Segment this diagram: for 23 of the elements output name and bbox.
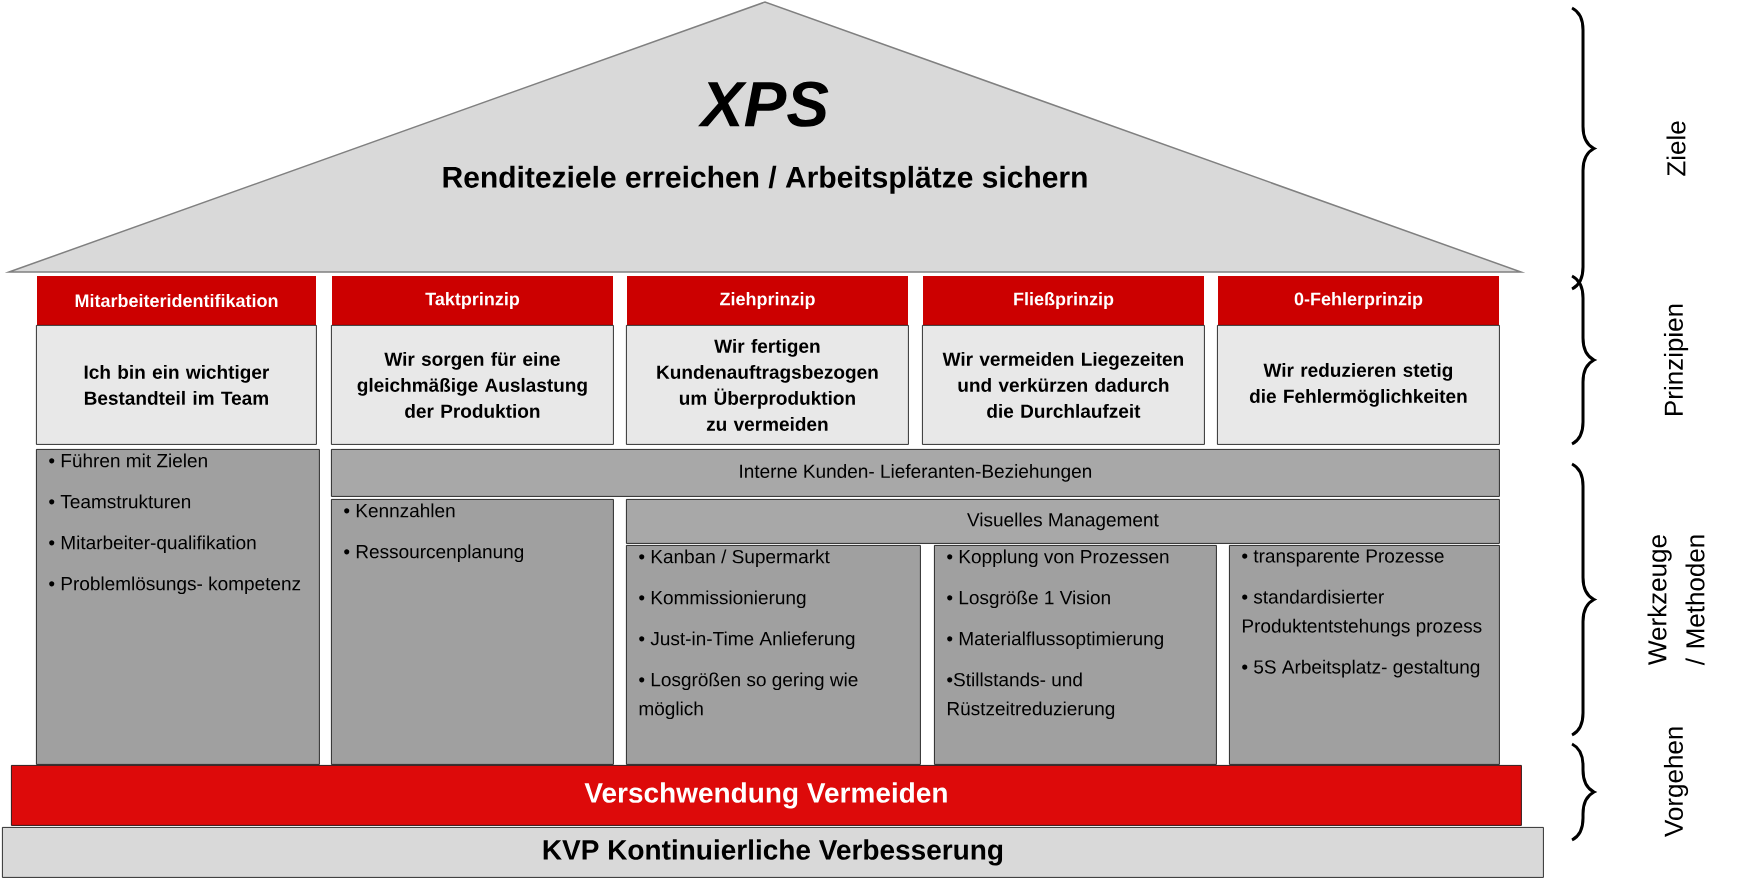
node-label: Ziehprinzip (720, 292, 815, 309)
side-label: Werkzeuge / Methoden (1647, 535, 1705, 666)
side-label: Prinzipien (1663, 304, 1689, 415)
principle-column: Mitarbeiteridentifikation Ich bin ein wichtiger Bestandteil im Team (36, 275, 317, 445)
tool-box: • Führen mit Zielen • Teamstrukturen • Mitarbeiter-qualifikation • Problemlösungs- kompetenz (36, 449, 320, 765)
node-label: Taktprinzip (425, 292, 520, 309)
node-label: Fließprinzip (1014, 292, 1114, 309)
tool-box: • transparente Prozesse • standardisierter Produktentstehungs prozess • 5S Arbeitsplatz- gestaltung (1229, 545, 1500, 765)
node-label: 0-Fehlerprinzip (1294, 292, 1423, 309)
banner-box: Interne Kunden- Lieferanten-Beziehungen (331, 449, 1500, 497)
tool-box: • Kopplung von Prozessen • Losgröße 1 Vision • Materialflussoptimierung •Stillstands- und Rüstzeitreduzierung (934, 545, 1217, 765)
principle-column: Ziehprinzip Wir fertigen Kundenauftragsbezogen um Überproduktion zu vermeiden (626, 275, 909, 445)
base-band: KVP Kontinuierliche Verbesserung (2, 827, 1544, 878)
banner-box: Visuelles Management (626, 499, 1500, 544)
principle-column: Taktprinzip Wir sorgen für eine gleichmäßige Auslastung der Produktion (331, 275, 614, 445)
principle-column: Fließprinzip Wir vermeiden Liegezeiten und verkürzen dadurch die Durchlaufzeit (922, 275, 1205, 445)
side-label: Ziele (1666, 121, 1686, 176)
side-label: Vorgehen (1663, 727, 1689, 837)
base-band: Verschwendung Vermeiden (11, 765, 1522, 826)
tool-box: • Kanban / Supermarkt • Kommissionierung • Just-in-Time Anlieferung • Losgrößen so gering wie möglich (626, 545, 921, 765)
tool-box: • Kennzahlen • Ressourcenplanung (331, 499, 614, 765)
principle-column: 0-Fehlerprinzip Wir reduzieren stetig die Fehlermöglichkeiten (1217, 275, 1500, 445)
node-label: Mitarbeiteridentifikation (75, 293, 278, 308)
